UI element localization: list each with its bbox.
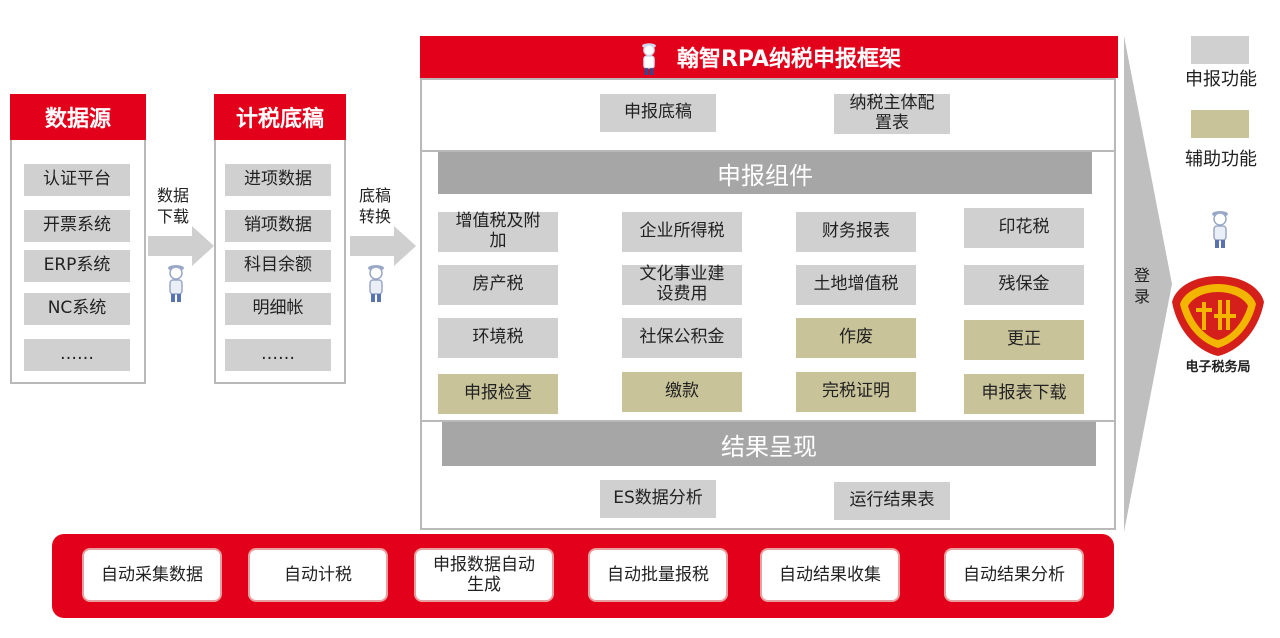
robot-icon: [1212, 211, 1228, 248]
framework-top-item: 申报底稿: [600, 94, 716, 132]
datasource-item: ……: [24, 339, 130, 371]
automation-item: 申报数据自动 生成: [414, 548, 554, 602]
right-arrow-icon: [350, 226, 416, 266]
framework-top-panel: [420, 78, 1116, 152]
automation-item: 自动结果分析: [944, 548, 1084, 602]
robot-icon: [168, 265, 184, 302]
result-item: 运行结果表: [834, 482, 950, 520]
datasource-item: 开票系统: [24, 210, 130, 242]
component-item: 文化事业建 设费用: [622, 265, 742, 305]
datasource-item: ERP系统: [24, 250, 130, 282]
component-item: 环境税: [438, 318, 558, 358]
framework-title-text: 翰智RPA纳税申报框架: [676, 47, 902, 72]
login-chevron-shape: [1124, 36, 1172, 532]
datasource-item: NC系统: [24, 293, 130, 325]
component-item: 社保公积金: [622, 318, 742, 358]
right-arrow-icon: [148, 226, 214, 266]
legend-declare-label: 申报功能: [1185, 69, 1257, 90]
login-label: 登 录: [1133, 266, 1150, 306]
framework-top-item: 纳税主体配 置表: [834, 94, 950, 134]
automation-item: 自动结果收集: [760, 548, 900, 602]
result-item: ES数据分析: [600, 480, 716, 518]
robot-icon: [642, 43, 656, 75]
component-item-aux: 完税证明: [796, 372, 916, 412]
component-item: 土地增值税: [796, 265, 916, 305]
datasource-item: 认证平台: [24, 164, 130, 196]
components-bar: 申报组件: [438, 152, 1092, 194]
arrow2-label: 底稿 转换: [358, 186, 391, 226]
draft-item: 进项数据: [225, 164, 331, 196]
framework-title: 翰智RPA纳税申报框架: [420, 36, 1118, 78]
arrow1-label: 数据 下载: [156, 186, 189, 226]
component-item: 印花税: [964, 208, 1084, 248]
tax-bureau-label: 电子税务局: [1185, 360, 1251, 375]
draft-item: 销项数据: [225, 210, 331, 242]
legend-declare-swatch: [1191, 36, 1249, 64]
component-item: 残保金: [964, 265, 1084, 305]
results-bar: 结果呈现: [442, 422, 1096, 466]
component-item: 财务报表: [796, 212, 916, 252]
draft-item: 科目余额: [225, 250, 331, 282]
legend-aux-label: 辅助功能: [1185, 149, 1257, 170]
component-item: 企业所得税: [622, 212, 742, 252]
tax-emblem-icon: [1172, 276, 1264, 356]
datasource-title: 数据源: [10, 94, 146, 140]
component-item-aux: 申报表下载: [964, 374, 1084, 414]
automation-item: 自动计税: [248, 548, 388, 602]
automation-band: [52, 534, 1114, 618]
component-item-aux: 更正: [964, 320, 1084, 360]
automation-item: 自动采集数据: [82, 548, 222, 602]
draft-title: 计税底稿: [214, 94, 346, 140]
automation-item: 自动批量报税: [588, 548, 728, 602]
legend-aux-swatch: [1191, 110, 1249, 138]
draft-item: 明细帐: [225, 293, 331, 325]
component-item-aux: 缴款: [622, 372, 742, 412]
component-item-aux: 申报检查: [438, 374, 558, 414]
draft-item: ……: [225, 339, 331, 371]
component-item: 增值税及附 加: [438, 212, 558, 252]
component-item-aux: 作废: [796, 318, 916, 358]
robot-icon: [368, 265, 384, 302]
component-item: 房产税: [438, 265, 558, 305]
